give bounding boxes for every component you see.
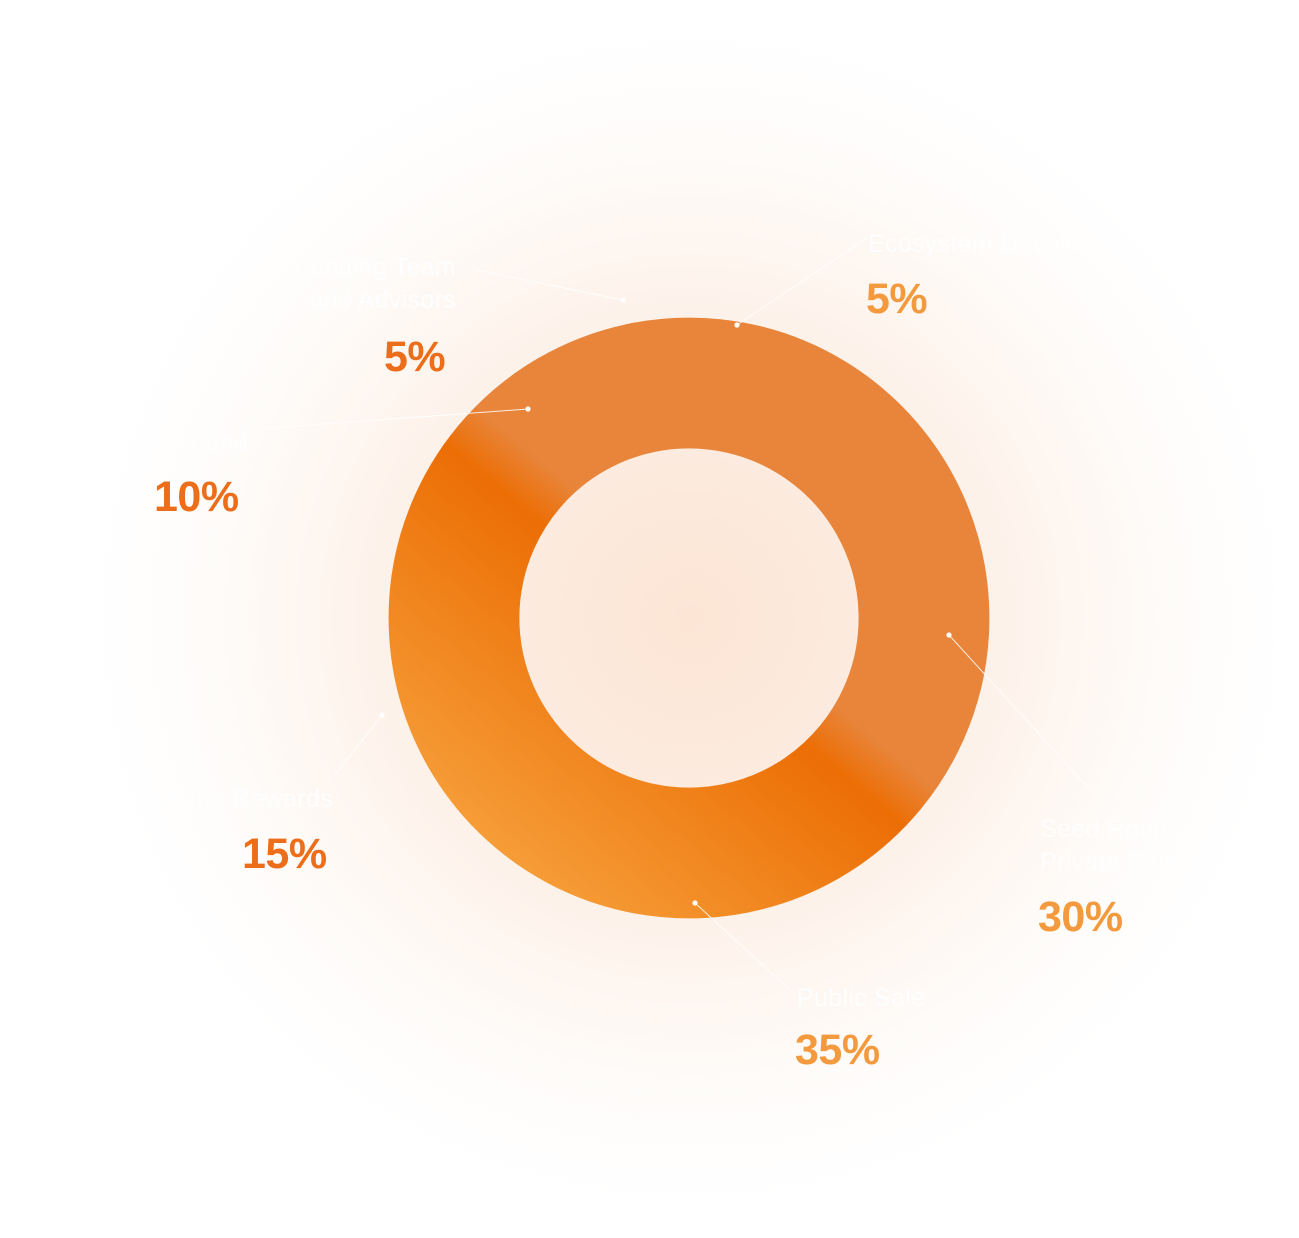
- pie-slice-6: [538, 324, 655, 472]
- slice-label-3: Public Sale: [797, 984, 926, 1012]
- slice-value-1: 5%: [866, 275, 928, 323]
- slice-value-2: 30%: [1038, 893, 1123, 941]
- slice-label-1: Ecosystem Development: [868, 230, 1151, 258]
- connector-dot-1: [734, 322, 740, 328]
- slice-value-4: 15%: [242, 830, 327, 878]
- pie-slice-2: [706, 319, 990, 741]
- slice-value-6: 5%: [384, 333, 446, 381]
- slice-value-5: 10%: [154, 473, 239, 521]
- connector-dot-6: [620, 297, 626, 303]
- pie-slice-4: [388, 495, 543, 769]
- connector-line-2: [948, 634, 1091, 791]
- connector-line-3: [694, 902, 791, 991]
- pie-slice-3: [428, 686, 964, 919]
- slice-label-5: Fund: [189, 429, 248, 457]
- slice-label-2: Seed Round Private Sale: [1040, 815, 1183, 876]
- slice-label-4: Staking Rewards: [139, 785, 333, 813]
- connector-line-4: [334, 714, 383, 776]
- connector-line-1: [736, 236, 869, 326]
- connector-dot-3: [692, 900, 698, 906]
- connector-dot-2: [946, 632, 952, 638]
- slice-value-3: 35%: [795, 1026, 880, 1074]
- connector-dot-5: [525, 406, 531, 412]
- connector-dot-4: [379, 712, 385, 718]
- slice-label-6: Founding Team and Advisors: [280, 253, 456, 314]
- connector-line-6: [475, 269, 624, 301]
- connector-line-5: [239, 408, 529, 431]
